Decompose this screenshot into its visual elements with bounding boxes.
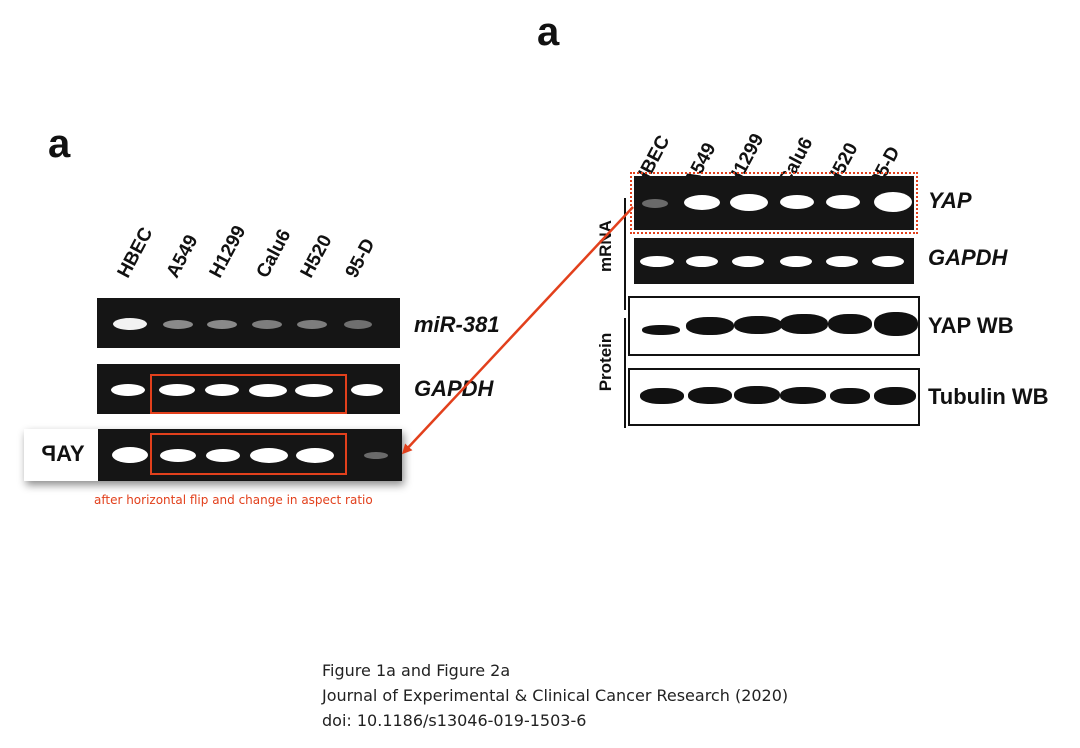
gel-band (159, 384, 195, 396)
blot-band (688, 387, 732, 404)
gel-band (730, 194, 768, 211)
right-blot-yap-wb (628, 296, 920, 356)
gel-band (351, 384, 383, 396)
left-lane-label: Calu6 (252, 225, 296, 282)
mrna-bracket (624, 198, 626, 310)
caption-line-3: doi: 10.1186/s13046-019-1503-6 (322, 711, 587, 730)
blot-band (640, 388, 684, 404)
gel-band (874, 192, 912, 212)
protein-group-label: Protein (596, 332, 615, 392)
protein-bracket (624, 318, 626, 428)
blot-band (734, 316, 782, 334)
left-lane-label: HBEC (113, 224, 158, 282)
gel-band (686, 256, 718, 267)
gel-band (160, 449, 196, 462)
gel-band (826, 195, 860, 209)
left-row-label-mir381: miR-381 (414, 312, 500, 337)
right-gel-yap (634, 176, 914, 230)
gel-band (206, 449, 240, 462)
gel-band (780, 195, 814, 209)
blot-band (874, 312, 918, 336)
left-gel-gapdh (97, 364, 400, 414)
flipped-yap-gel (98, 429, 402, 481)
right-row-label-yap: YAP (928, 188, 972, 213)
right-blot-tubulin-wb (628, 368, 920, 426)
gel-band (112, 447, 148, 463)
right-highlight-box-yap (630, 172, 918, 234)
right-gel-gapdh (634, 238, 914, 284)
gel-band (684, 195, 720, 210)
blot-band (686, 317, 734, 335)
left-row-label-gapdh: GAPDH (414, 376, 494, 401)
gel-band (732, 256, 764, 267)
gel-band (205, 384, 239, 396)
left-lane-label: H1299 (205, 222, 251, 282)
blot-band (642, 325, 680, 335)
left-gel-mir381 (97, 298, 400, 348)
blot-band (780, 314, 828, 334)
left-panel-letter: a (48, 122, 71, 166)
blot-band (734, 386, 780, 404)
mrna-group-label: mRNA (596, 220, 615, 272)
gel-band (113, 318, 147, 330)
left-highlight-box-yap (150, 433, 347, 475)
flipped-yap-inset: YAP (24, 429, 402, 481)
caption-line-1: Figure 1a and Figure 2a (322, 661, 511, 680)
right-panel-letter: a (537, 10, 560, 54)
left-figure: a HBEC A549 H1299 Calu6 H520 95-D miR-38… (0, 0, 540, 520)
gel-band (163, 320, 193, 329)
left-highlight-box-gapdh (150, 374, 347, 414)
left-lane-label: 95-D (341, 235, 380, 282)
right-figure: HBEC A549 H1299 Calu6 H520 95-D mRNA Pro… (580, 90, 1049, 440)
gel-band (207, 320, 237, 329)
gel-band (296, 448, 334, 463)
blot-band (874, 387, 916, 405)
left-lane-label: A549 (162, 231, 203, 282)
blot-band (830, 388, 870, 404)
gel-band (364, 452, 388, 459)
gel-band (640, 256, 674, 267)
gel-band (250, 448, 288, 463)
gel-band (826, 256, 858, 267)
right-row-label-yap-wb: YAP WB (928, 313, 1014, 338)
blot-band (780, 387, 826, 404)
gel-band (297, 320, 327, 329)
gel-band (344, 320, 372, 329)
flipped-yap-label: YAP (41, 441, 85, 466)
gel-band (252, 320, 282, 329)
blot-band (828, 314, 872, 334)
right-row-label-gapdh: GAPDH (928, 245, 1008, 270)
gel-band (295, 384, 333, 397)
gel-band (249, 384, 287, 397)
left-lane-label: H520 (296, 231, 337, 282)
caption-line-2: Journal of Experimental & Clinical Cance… (322, 686, 789, 705)
gel-band (111, 384, 145, 396)
gel-band (642, 199, 668, 208)
flip-annotation: after horizontal flip and change in aspe… (94, 493, 373, 507)
gel-band (872, 256, 904, 267)
gel-band (780, 256, 812, 267)
right-row-label-tubulin-wb: Tubulin WB (928, 384, 1049, 409)
